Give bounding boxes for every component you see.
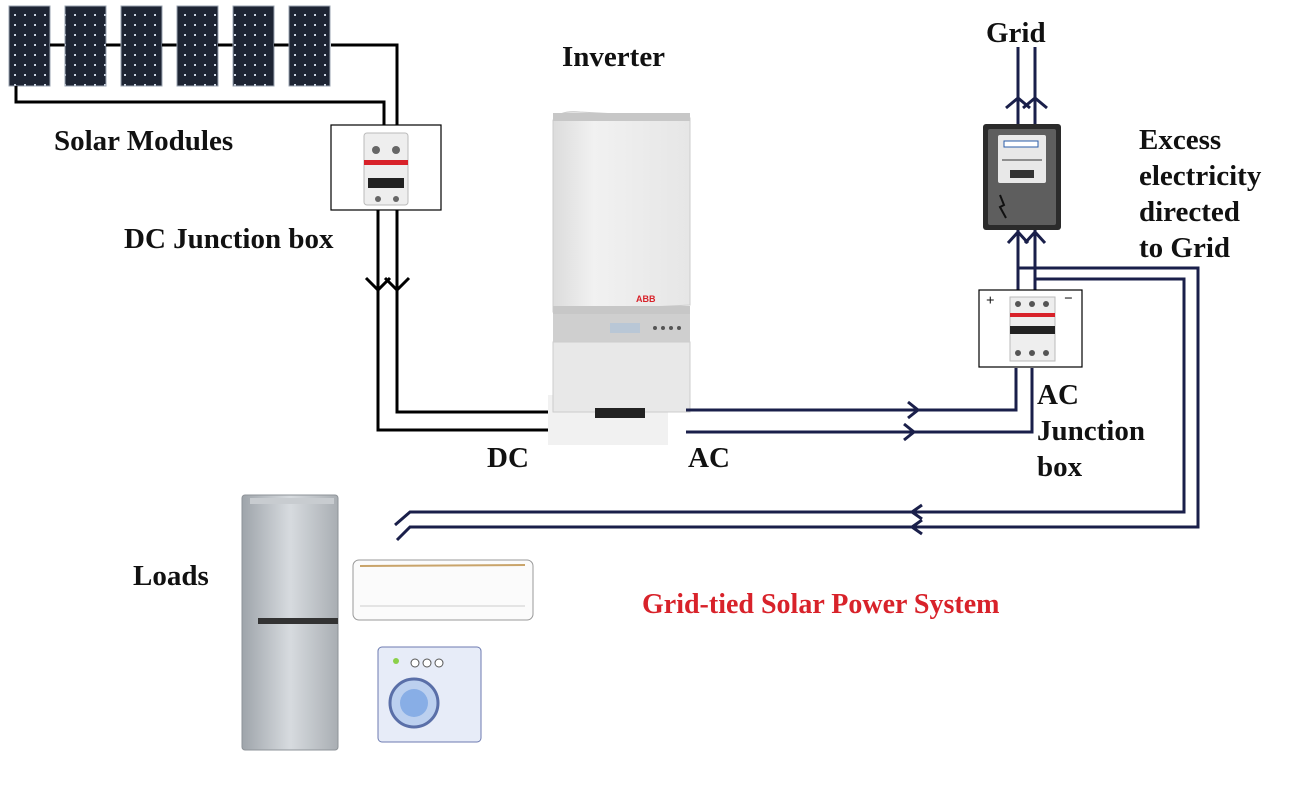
ac-arrow-load-2: [909, 518, 923, 536]
air-conditioner: [352, 559, 534, 621]
meter-arrow-in-2: [1023, 229, 1047, 245]
refrigerator: [241, 494, 339, 751]
energy-meter: [983, 124, 1061, 230]
ac-junction-box: [978, 289, 1083, 368]
dc-arrow-1: [364, 276, 392, 293]
inverter-display: [610, 323, 640, 333]
dc-label: DC: [487, 442, 529, 474]
load-wire-2: [394, 277, 1186, 527]
diagram-title: Grid-tied Solar Power System: [642, 589, 1000, 620]
solar-modules: [8, 5, 331, 87]
dc-wire-to-inverter-1: [395, 210, 552, 414]
solar-modules-label: Solar Modules: [54, 125, 234, 157]
inverter-logo: ABB: [636, 294, 656, 304]
ac-label: AC: [688, 442, 730, 474]
solar-module: [288, 5, 331, 87]
dc-wire-positive: [331, 43, 399, 125]
excess-electricity-label: Excess electricity directed to Grid: [1139, 124, 1262, 264]
dc-arrow-2: [383, 276, 411, 293]
grid-arrow-2: [1022, 96, 1048, 110]
ac-arrow-load-1: [909, 503, 923, 521]
dc-junction-box: [330, 124, 442, 211]
solar-module: [120, 5, 163, 87]
meter-arrow-in-1: [1006, 229, 1030, 245]
inverter: ABB: [548, 111, 691, 445]
loads-label: Loads: [133, 560, 209, 592]
ac-wire-inverter-out-1: [686, 368, 1018, 412]
washing-machine: [377, 646, 482, 743]
minus-terminal-label: −: [1064, 291, 1073, 307]
ac-wiring: [394, 47, 1200, 542]
plus-terminal-label: +: [986, 293, 995, 309]
dc-wire-negative: [14, 86, 386, 125]
load-wire-1: [395, 266, 1200, 542]
dc-wire-to-inverter-2: [376, 210, 552, 432]
grid-label: Grid: [986, 17, 1046, 49]
solar-module: [64, 5, 107, 87]
dc-wiring: [14, 43, 552, 432]
dc-breaker: [363, 132, 409, 206]
solar-module: [176, 5, 219, 87]
ac-arrow-out-2: [903, 422, 917, 442]
inverter-label: Inverter: [562, 41, 666, 73]
ac-arrow-out-1: [907, 400, 921, 420]
solar-module: [8, 5, 51, 87]
ac-wire-inverter-out-2: [686, 368, 1034, 434]
dc-junction-box-label: DC Junction box: [124, 223, 334, 255]
solar-module: [232, 5, 275, 87]
lightning-icon: [998, 194, 1007, 219]
ac-junction-box-label: AC Junction box: [1037, 379, 1145, 483]
